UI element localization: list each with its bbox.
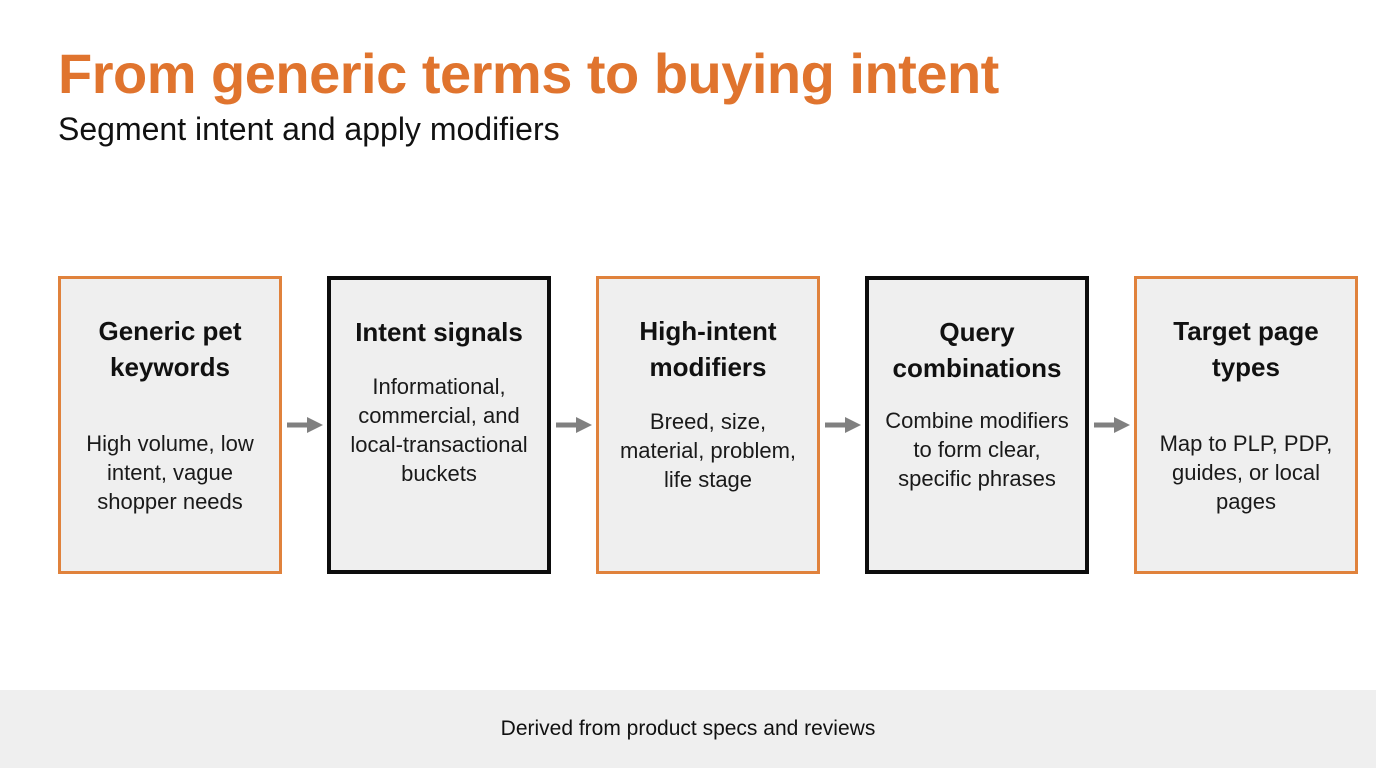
process-flow-diagram: Generic pet keywords High volume, low in…: [58, 276, 1358, 574]
arrow-right-icon: [1093, 416, 1130, 434]
flow-step-intent-signals[interactable]: Intent signals Informational, commercial…: [327, 276, 551, 574]
flow-step-title: Query combinations: [892, 317, 1062, 383]
arrow-right-icon: [824, 416, 861, 434]
page-title: From generic terms to buying intent: [58, 42, 999, 105]
flow-step-body: High volume, low intent, vague shopper n…: [86, 431, 254, 514]
flow-step-target-page-types[interactable]: Target page types Map to PLP, PDP, guide…: [1134, 276, 1358, 574]
flow-connector-1: [282, 276, 327, 574]
slide-header: From generic terms to buying intent Segm…: [58, 44, 1318, 148]
flow-step-body: Informational, commercial, and local-tra…: [350, 374, 528, 486]
flow-step-query-combinations[interactable]: Query combinations Combine modifiers to …: [865, 276, 1089, 574]
flow-step-title: Generic pet keywords: [98, 316, 242, 382]
flow-step-body: Breed, size, material, problem, life sta…: [619, 409, 797, 492]
footer-band: Derived from product specs and reviews: [0, 690, 1376, 768]
flow-connector-3: [820, 276, 865, 574]
arrow-right-icon: [286, 416, 323, 434]
flow-step-body: Combine modifiers to form clear, specifi…: [885, 408, 1069, 491]
flow-step-title: Target page types: [1173, 316, 1319, 382]
flow-connector-2: [551, 276, 596, 574]
flow-connector-4: [1089, 276, 1134, 574]
flow-step-title: Intent signals: [355, 317, 523, 347]
flow-step-generic-pet-keywords[interactable]: Generic pet keywords High volume, low in…: [58, 276, 282, 574]
footer-caption: Derived from product specs and reviews: [500, 717, 876, 740]
arrow-right-icon: [555, 416, 592, 434]
flow-step-body: Map to PLP, PDP, guides, or local pages: [1159, 431, 1333, 514]
flow-step-high-intent-modifiers[interactable]: High-intent modifiers Breed, size, mater…: [596, 276, 820, 574]
page-subtitle: Segment intent and apply modifiers: [58, 110, 560, 147]
flow-step-title: High-intent modifiers: [639, 316, 777, 382]
